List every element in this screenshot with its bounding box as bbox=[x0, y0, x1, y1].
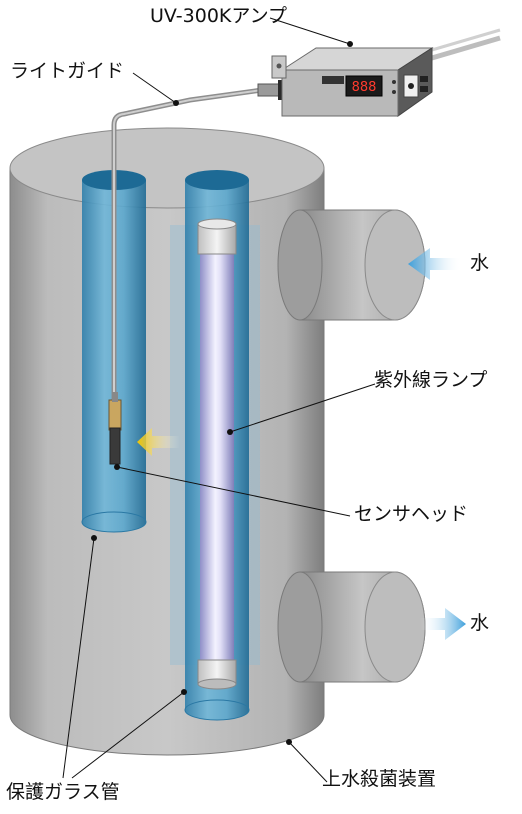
uv-300k-amplifier: 888 bbox=[271, 47, 434, 117]
outlet-pipe bbox=[277, 571, 426, 683]
leader-dots bbox=[91, 41, 353, 745]
label-water-in: 水 bbox=[470, 252, 490, 274]
sensor-head bbox=[108, 392, 122, 465]
label-light-guide: ライトガイド bbox=[10, 60, 125, 82]
water-out-arrow bbox=[420, 608, 466, 640]
leader-lines bbox=[62, 17, 376, 783]
inlet-pipe bbox=[277, 209, 426, 321]
label-uv-lamp: 紫外線ランプ bbox=[374, 369, 488, 391]
uv-lamp bbox=[197, 218, 237, 690]
water-in-arrow bbox=[408, 248, 462, 280]
label-water-out: 水 bbox=[470, 612, 490, 634]
label-amplifier: UV-300Kアンプ bbox=[150, 5, 288, 27]
label-protective-glass-tube: 保護ガラス管 bbox=[6, 781, 120, 803]
label-sensor-head: センサヘッド bbox=[354, 503, 469, 525]
label-sterilizer: 上水殺菌装置 bbox=[322, 768, 437, 790]
light-arrow bbox=[137, 428, 180, 456]
amp-display-readout: 888 bbox=[352, 80, 377, 95]
